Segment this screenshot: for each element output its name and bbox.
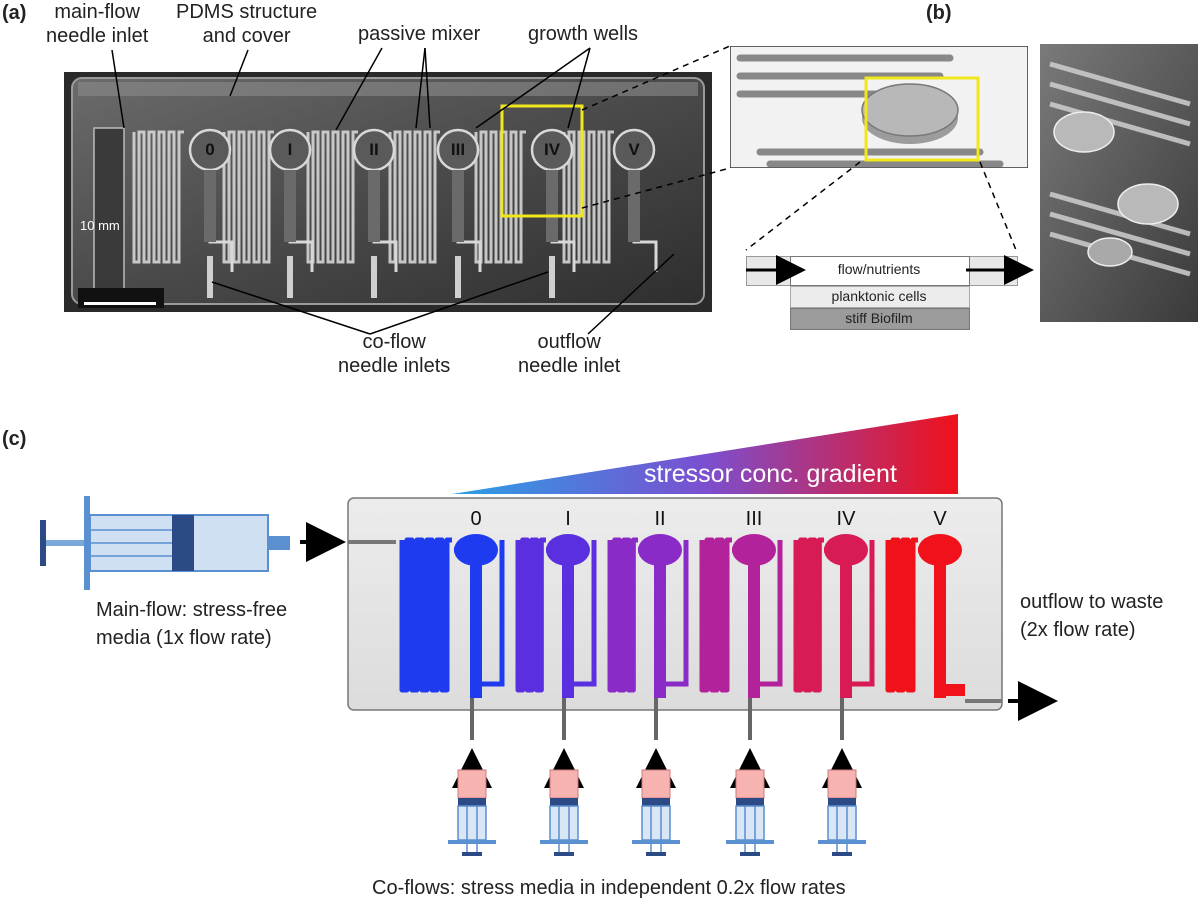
coflow-syringe-barrel [827, 805, 857, 841]
mixer-channel [885, 537, 918, 693]
photo-coflow-needle [287, 256, 293, 298]
photo-well-label: IV [543, 140, 561, 159]
zoom-render-drawing [730, 46, 1028, 168]
photo-well-label: III [450, 140, 466, 159]
panel-b-label: (b) [926, 2, 952, 24]
photo-mixer-channel [222, 130, 274, 264]
well-stem [654, 560, 666, 698]
gradient-label: stressor conc. gradient [644, 460, 897, 488]
photo-mixer-channel [388, 130, 440, 264]
coflow-syringe-fluid [827, 769, 857, 799]
layer-flow-nutrients: flow/nutrients [837, 261, 921, 277]
co-flows-label: Co-flows: stress media in independent 0.… [372, 877, 846, 899]
coflow-syringe-flange [726, 840, 774, 844]
well-inlet [454, 540, 467, 553]
well-outlet [666, 540, 689, 687]
well-inlet [638, 540, 651, 553]
coflow-syringe-fluid [549, 769, 579, 799]
chip-closeup-drawing [1040, 44, 1198, 322]
well-outlet [760, 540, 783, 687]
coflow-syringe-barrel [735, 805, 765, 841]
zoom-render [730, 46, 1028, 168]
layer-stiff-biofilm: stiff Biofilm [845, 310, 913, 326]
photo-mixer-channel [306, 130, 358, 264]
gradient-triangle [452, 414, 958, 494]
photo-mixer-channel [474, 130, 526, 264]
well-outlet [482, 540, 505, 687]
coflow-syringe-plunger [458, 798, 486, 806]
chip-well-label: II [654, 508, 666, 530]
well-inlet [732, 540, 745, 553]
mixer-channel [515, 537, 546, 693]
photo-well-stem [546, 170, 558, 242]
mixer-channel [399, 537, 452, 693]
chip-well-label: 0 [470, 508, 482, 530]
photo-well-label: V [628, 140, 640, 159]
coflow-syringe-flange [818, 840, 866, 844]
well-stem [562, 560, 574, 698]
scale-bar-label: 10 mm [80, 218, 120, 233]
photo-well-label: II [369, 140, 379, 159]
well-inlet [824, 540, 837, 553]
growth-wells-label: growth wells [528, 23, 639, 45]
panel-c-label: (c) [2, 428, 27, 450]
photo-well-label: I [287, 140, 293, 159]
coflow-syringe-plunger [550, 798, 578, 806]
mixer-channel [699, 537, 732, 693]
coflow-syringe-thumb [740, 852, 760, 856]
chip-well-label: I [565, 508, 571, 530]
coflow-syringe-barrel [641, 805, 671, 841]
chip-closeup-photo [1040, 44, 1198, 322]
photo-well-stem [284, 170, 296, 242]
coflow-syringe-thumb [462, 852, 482, 856]
passive-mixer-label: passive mixer [358, 23, 481, 45]
photo-well-label: 0 [205, 140, 215, 159]
coflow-syringe-barrel [549, 805, 579, 841]
coflow-syringe-plunger [736, 798, 764, 806]
photo-well-stem [204, 170, 216, 242]
photo-well-stem [368, 170, 380, 242]
coflow-syringe-thumb [554, 852, 574, 856]
coflow-syringe-flange [632, 840, 680, 844]
panel-a-label: (a) [2, 2, 27, 24]
coflow-syringe-flange [448, 840, 496, 844]
main-flow-syringe [40, 496, 290, 590]
coflow-syringe-fluid [457, 769, 487, 799]
coflow-syringe-thumb [832, 852, 852, 856]
well-stem [748, 560, 760, 698]
coflow-syringe-plunger [828, 798, 856, 806]
coflow-syringe-flange [540, 840, 588, 844]
chip-well-label: III [745, 508, 763, 530]
chip-well-label: IV [836, 508, 856, 530]
photo-mixer-channel [132, 130, 184, 264]
well-inlet [918, 540, 931, 553]
photo-coflow-needle [207, 256, 213, 298]
well-stem [934, 560, 946, 698]
outflow-waste-label: outflow to waste(2x flow rate) [1020, 591, 1164, 641]
chip-well-label: V [933, 508, 947, 530]
coflow-syringe-plunger [642, 798, 670, 806]
photo-well-stem [452, 170, 464, 242]
well-inlet [546, 540, 559, 553]
well-stem [840, 560, 852, 698]
coflow-syringe-fluid [641, 769, 671, 799]
well-outlet [852, 540, 875, 687]
coflow-syringe-thumb [646, 852, 666, 856]
well-outlet [574, 540, 597, 687]
coflow-syringe-barrel [457, 805, 487, 841]
mixer-channel [793, 537, 824, 693]
layer-planktonic-cells: planktonic cells [831, 288, 927, 304]
mixer-channel [607, 537, 638, 693]
photo-coflow-needle [549, 256, 555, 298]
well-stem [470, 560, 482, 698]
coflow-syringe-fluid [735, 769, 765, 799]
